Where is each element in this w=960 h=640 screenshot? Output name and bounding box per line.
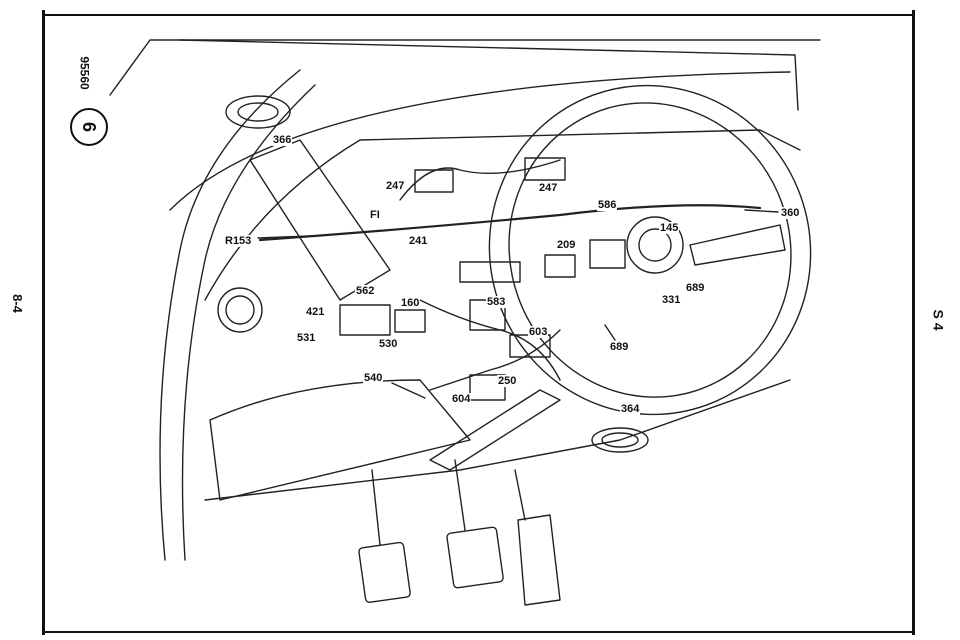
frame-left-rule: [42, 10, 45, 635]
callout-604: 604: [451, 393, 472, 405]
windscreen-top: [179, 39, 799, 111]
frame-bottom-rule: [42, 631, 915, 633]
dashboard-lower: [204, 379, 791, 501]
door-frame-inner: [181, 84, 316, 561]
a-pillar-outline: [109, 39, 821, 96]
leader-689: [604, 324, 616, 341]
callout-530: 530: [378, 338, 399, 350]
pedal-brake: [446, 526, 504, 589]
callout-241: 241: [408, 235, 429, 247]
column-stalk-left: [459, 261, 521, 283]
harness-branch-c: [429, 329, 561, 391]
callout-364: 364: [620, 403, 641, 415]
pedal-accelerator: [517, 514, 561, 606]
arrow-540: [391, 382, 426, 399]
callout-247-right: 247: [538, 182, 559, 194]
connector-247b: [524, 157, 566, 181]
callout-689-upper: 689: [685, 282, 706, 294]
callout-603: 603: [528, 326, 549, 338]
callout-fi: FI: [369, 209, 381, 221]
connector-block-421: [339, 304, 391, 336]
callout-360: 360: [780, 207, 801, 219]
steering-hub: [626, 216, 684, 274]
steering-wheel-inner: [508, 102, 792, 398]
side-vent: [217, 287, 263, 333]
arrow-r153: [257, 235, 311, 239]
callout-247-left: 247: [385, 180, 406, 192]
harness-branch-a: [399, 159, 561, 201]
main-harness: [258, 204, 762, 242]
callout-562: 562: [355, 285, 376, 297]
callout-421: 421: [305, 306, 326, 318]
callout-160: 160: [400, 297, 421, 309]
frame-right-rule: [912, 10, 915, 635]
callout-531: 531: [296, 332, 317, 344]
column-stalk-right: [689, 224, 786, 266]
top-speaker: [225, 95, 291, 129]
windscreen-lower-edge: [169, 71, 791, 211]
arrow-360: [744, 209, 779, 213]
connector-247a: [414, 169, 454, 193]
callout-145: 145: [659, 222, 680, 234]
glove-area: [209, 379, 471, 501]
harness-branch-b: [419, 299, 561, 381]
connector-209: [544, 254, 576, 278]
center-console: [429, 389, 561, 471]
callout-540: 540: [363, 372, 384, 384]
dashboard-top: [204, 129, 801, 301]
callout-586: 586: [597, 199, 618, 211]
callout-250: 250: [497, 375, 518, 387]
callout-r153: R153: [224, 235, 253, 247]
connector-160: [394, 309, 426, 333]
dash-vent-panel: [249, 139, 391, 301]
callout-689-lower: 689: [609, 341, 630, 353]
footwell-speaker: [591, 427, 649, 453]
callout-366: 366: [272, 134, 293, 146]
pedal-clutch: [358, 541, 411, 603]
frame-top-rule: [42, 14, 915, 16]
connector-586: [589, 239, 626, 269]
connector-250: [469, 374, 506, 401]
callout-331: 331: [661, 294, 682, 306]
callout-209: 209: [556, 239, 577, 251]
callout-583: 583: [486, 296, 507, 308]
